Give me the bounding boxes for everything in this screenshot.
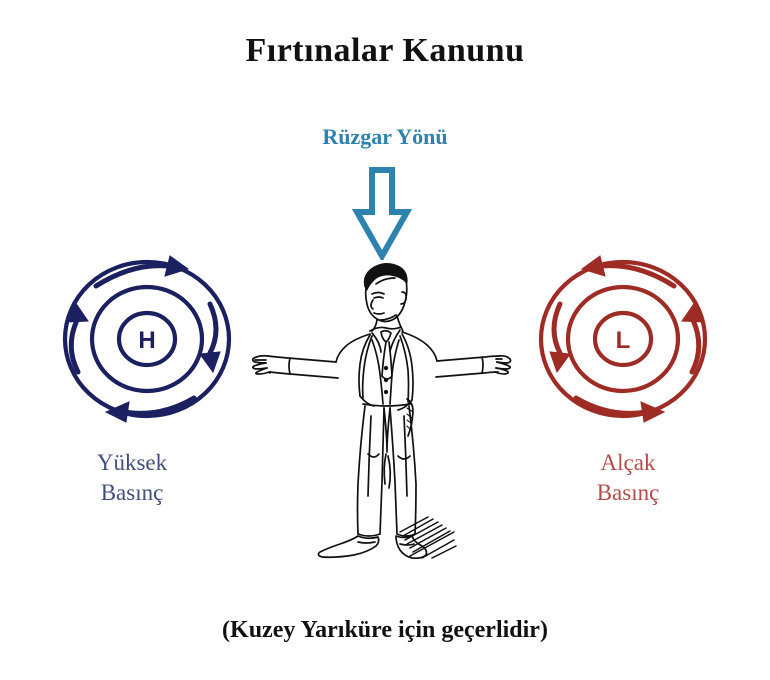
high-pressure-caption: Yüksek Basınç [96,450,168,505]
high-pressure-rings: H [62,255,232,423]
man-line-drawing [251,263,512,560]
low-pressure-caption: Alçak Basınç [596,450,660,505]
figure-shadow [399,516,457,559]
down-arrow-icon [351,167,413,263]
pressure-system-low: L [528,252,718,427]
wind-direction-label: Rüzgar Yönü [322,124,448,149]
footnote-text: (Kuzey Yarıküre için geçerlidir) [222,617,548,643]
figure-man-with-outstretched-arms [250,256,512,584]
page-title: Fırtınalar Kanunu [245,32,525,69]
low-pressure-center-letter: L [616,327,631,354]
pressure-system-high: H [52,252,242,427]
low-pressure-rings: L [538,255,708,423]
wind-direction-arrow [351,166,413,263]
high-pressure-center-letter: H [138,327,155,354]
